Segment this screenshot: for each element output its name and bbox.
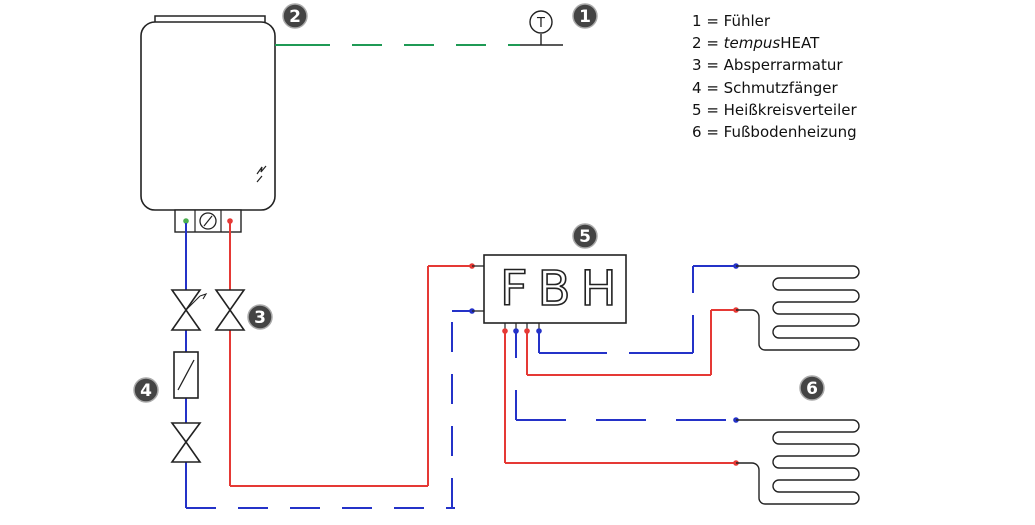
svg-text:5: 5 xyxy=(579,227,591,247)
svg-text:6: 6 xyxy=(806,379,818,399)
heater-supply-line xyxy=(229,223,475,487)
badge-6: 6 xyxy=(799,375,825,401)
green-connector xyxy=(183,218,189,224)
floor-circuit-2-return xyxy=(515,331,739,423)
thermometer-icon xyxy=(529,10,553,34)
legend-item: 4 = Schmutzfänger xyxy=(692,78,838,97)
heater-body xyxy=(140,21,276,211)
badge-2: 2 xyxy=(282,3,308,29)
heater-return-line xyxy=(185,223,475,509)
svg-text:3: 3 xyxy=(254,308,266,328)
sensor: T xyxy=(529,10,553,45)
floor-circuit-1-supply xyxy=(526,307,739,376)
legend-item: 5 = Heißkreisverteiler xyxy=(692,100,857,119)
distributor-label: FBH xyxy=(500,261,627,317)
dirt-filter xyxy=(173,351,199,399)
distributor-box xyxy=(483,254,627,324)
badge-1: 1 xyxy=(572,3,598,29)
shutoff-valve-right xyxy=(214,289,246,331)
badge-5: 5 xyxy=(572,223,598,249)
electric-icon xyxy=(256,165,267,183)
legend-item: 6 = Fußbodenheizung xyxy=(692,123,857,142)
badge-3: 3 xyxy=(247,304,273,330)
shutoff-valve-left xyxy=(170,289,208,331)
sensor-symbol: T xyxy=(536,16,545,31)
distributor: FBH xyxy=(472,254,627,334)
svg-text:2: 2 xyxy=(289,7,301,27)
legend-item: 2 = tempusHEAT xyxy=(692,34,820,53)
svg-text:4: 4 xyxy=(140,381,152,401)
shutoff-valve-lower xyxy=(170,422,202,463)
legend-item: 1 = Fühler xyxy=(692,12,771,30)
red-connector xyxy=(227,218,233,224)
floor-heating-loop-2 xyxy=(736,419,860,505)
heater xyxy=(140,15,276,233)
svg-text:1: 1 xyxy=(579,7,591,27)
floor-heating-loop-1 xyxy=(736,265,860,351)
floor-circuit-2-supply xyxy=(504,331,739,466)
badge-4: 4 xyxy=(133,377,159,403)
legend-item: 3 = Absperrarmatur xyxy=(692,56,843,75)
legend: 1 = Fühler 2 = tempusHEAT 3 = Absperrarm… xyxy=(692,10,857,143)
